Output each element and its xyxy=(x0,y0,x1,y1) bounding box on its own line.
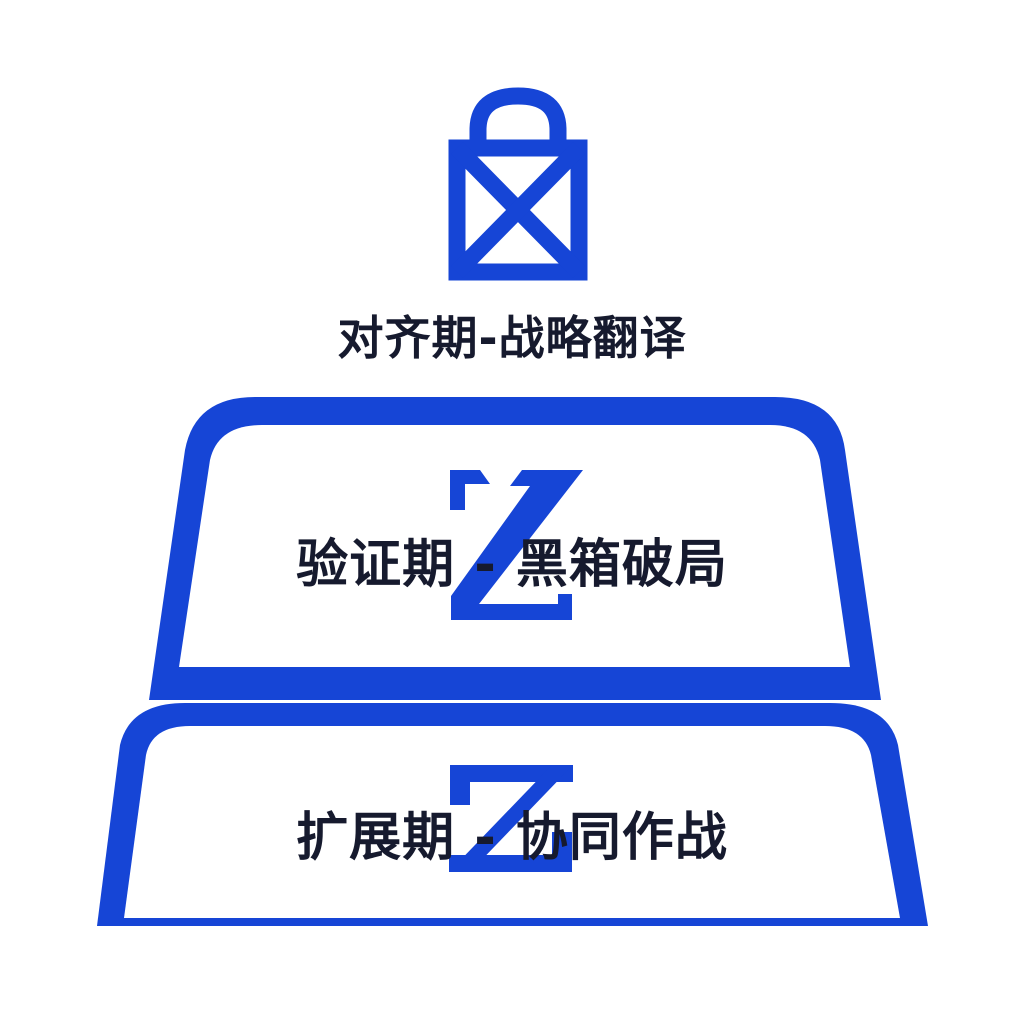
stage-label-expand: 扩展期 - 协同作战 xyxy=(296,808,728,868)
z-letter-icon xyxy=(449,765,573,872)
z-letter-icon xyxy=(450,470,583,620)
stage-label-verify: 验证期 - 黑箱破局 xyxy=(296,535,728,595)
stage-label-align: 对齐期-战略翻译 xyxy=(337,311,687,365)
tier-middle xyxy=(149,397,881,700)
tier-bottom xyxy=(97,703,928,926)
lock-icon xyxy=(448,87,588,281)
